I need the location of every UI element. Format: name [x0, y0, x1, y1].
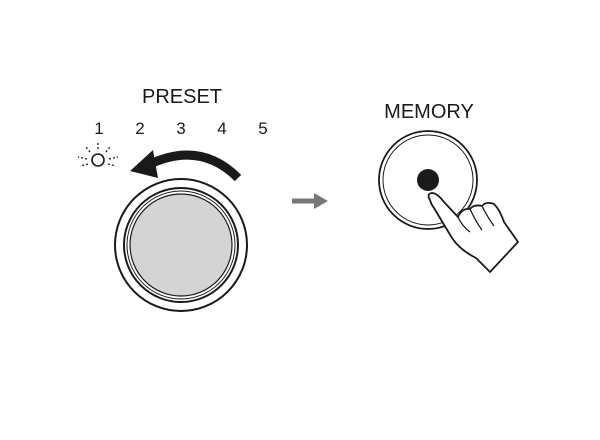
memory-label: MEMORY — [384, 101, 474, 123]
preset-label: PRESET — [142, 86, 222, 108]
preset-number-3: 3 — [176, 119, 185, 138]
preset-number-5: 5 — [258, 119, 267, 138]
next-step-arrow-icon — [292, 193, 328, 209]
memory-button[interactable] — [378, 130, 478, 230]
preset-number-2: 2 — [135, 119, 144, 138]
preset-numbers: 1 2 3 4 5 — [94, 119, 267, 138]
rotate-left-arrow-icon — [130, 150, 242, 182]
indicator-light-icon — [77, 143, 119, 167]
preset-knob[interactable] — [114, 178, 248, 312]
pressing-hand-icon — [427, 192, 519, 273]
preset-number-1: 1 — [94, 119, 103, 138]
preset-number-4: 4 — [217, 119, 226, 138]
